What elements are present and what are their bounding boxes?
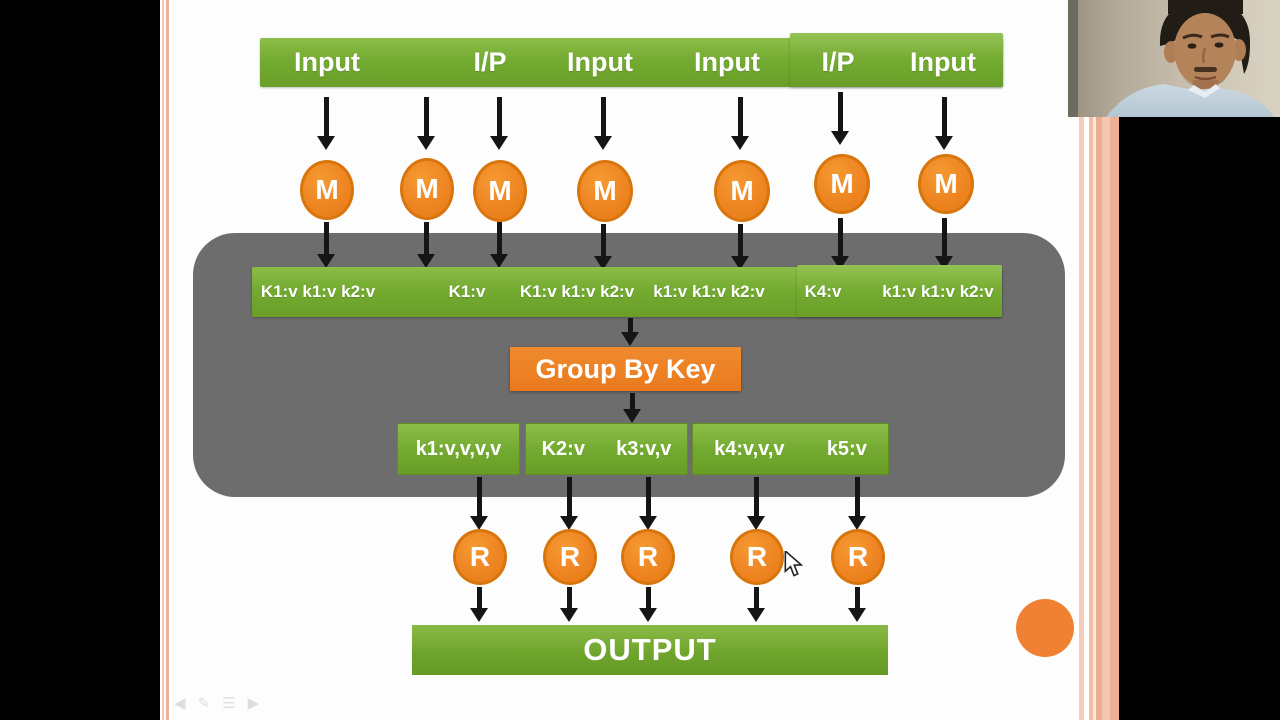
reducer-label: R [847, 541, 869, 572]
mapper-label: M [830, 168, 854, 199]
mapper-label: M [415, 173, 439, 204]
mapper-node: M [577, 160, 633, 222]
slide-decoration-dot [1016, 599, 1074, 657]
grouped-kv-box: K2:v k3:v,v [525, 423, 688, 475]
arrow-down-icon [560, 587, 578, 622]
arrow-down-icon [639, 587, 657, 622]
shuffle-bar-right-segment [797, 265, 1002, 317]
grouped-kv-label: k4:v,v,v [714, 437, 785, 460]
reducer-node: R [621, 529, 675, 585]
mapper-node: M [400, 158, 454, 220]
grouped-kv-box: k1:v,v,v,v [397, 423, 520, 475]
grouped-kv-box: k4:v,v,v k5:v [692, 423, 889, 475]
shuffle-segment-label: K1:v [448, 282, 486, 301]
reducer-node: R [453, 529, 507, 585]
grouped-kv-label: k5:v [826, 437, 867, 460]
reducer-node: R [831, 529, 885, 585]
arrow-down-icon [490, 97, 508, 150]
shuffle-segment-label: k1:v k1:v k2:v [653, 282, 765, 301]
arrow-down-icon [317, 222, 335, 268]
pen-icon[interactable]: ✎ [197, 695, 211, 712]
input-label: Input [294, 47, 360, 77]
slide-border-stripe-left [160, 0, 172, 720]
group-by-key-label: Group By Key [535, 353, 716, 384]
arrow-down-icon [935, 97, 953, 150]
mapper-label: M [934, 168, 958, 199]
mapper-node: M [473, 160, 527, 222]
reducer-node: R [730, 529, 784, 585]
next-slide-icon[interactable]: ▶ [247, 695, 260, 712]
arrow-down-icon [935, 218, 953, 270]
arrow-down-icon [470, 477, 488, 530]
arrow-down-icon [747, 477, 765, 530]
shuffle-segment-label: K1:v k1:v k2:v [260, 282, 376, 301]
webcam-video [1068, 0, 1280, 117]
arrow-down-icon [731, 224, 749, 270]
output-label: OUTPUT [583, 632, 717, 667]
output-bar: OUTPUT [412, 625, 888, 675]
input-label: Input [567, 47, 633, 77]
shuffle-segment-label: K4:v [804, 282, 842, 301]
arrow-down-icon [731, 97, 749, 150]
arrow-down-icon [623, 393, 641, 423]
arrow-down-icon [621, 318, 639, 346]
arrow-down-icon [848, 477, 866, 530]
grouped-kv-label: k1:v,v,v,v [415, 437, 502, 460]
arrow-down-icon [594, 97, 612, 150]
slide-menu-icon[interactable]: ☰ [222, 695, 236, 712]
mapper-label: M [315, 174, 339, 205]
arrow-down-icon [560, 477, 578, 530]
input-label: I/P [473, 47, 507, 77]
presenter-webcam [1068, 0, 1280, 117]
mapper-label: M [730, 175, 754, 206]
arrow-down-icon [848, 587, 866, 622]
arrow-down-icon [747, 587, 765, 622]
presenter-toolbar: ◀ ✎ ☰ ▶ [174, 692, 294, 714]
reducer-label: R [746, 541, 768, 572]
reducer-label: R [637, 541, 659, 572]
arrow-down-icon [639, 477, 657, 530]
mapper-node: M [300, 160, 354, 220]
shuffle-segment-label: K1:v k1:v k2:v [519, 282, 635, 301]
input-bar-right-segment [790, 33, 1003, 87]
slide-border-stripe-right [1076, 0, 1119, 720]
mapper-label: M [593, 175, 617, 206]
arrow-down-icon [317, 97, 335, 150]
arrow-down-icon [594, 224, 612, 270]
mapper-node: M [814, 154, 870, 214]
arrow-down-icon [470, 587, 488, 622]
mouse-cursor [783, 549, 805, 582]
group-by-key-box: Group By Key [510, 347, 741, 391]
input-label: I/P [821, 47, 855, 77]
arrow-down-icon [417, 222, 435, 268]
input-label: Input [694, 47, 760, 77]
grouped-kv-label: k3:v,v [616, 437, 672, 460]
reducer-label: R [559, 541, 581, 572]
mapper-node: M [918, 154, 974, 214]
mapper-label: M [488, 175, 512, 206]
shuffle-segment-label: k1:v k1:v k2:v [882, 282, 994, 301]
arrow-down-icon [831, 92, 849, 145]
reducer-node: R [543, 529, 597, 585]
reducer-label: R [469, 541, 491, 572]
arrow-down-icon [831, 218, 849, 270]
previous-slide-icon[interactable]: ◀ [174, 695, 186, 712]
input-label: Input [910, 47, 976, 77]
grouped-kv-label: K2:v [541, 437, 585, 460]
arrow-down-icon [417, 97, 435, 150]
mapper-node: M [714, 160, 770, 222]
arrow-down-icon [490, 222, 508, 268]
